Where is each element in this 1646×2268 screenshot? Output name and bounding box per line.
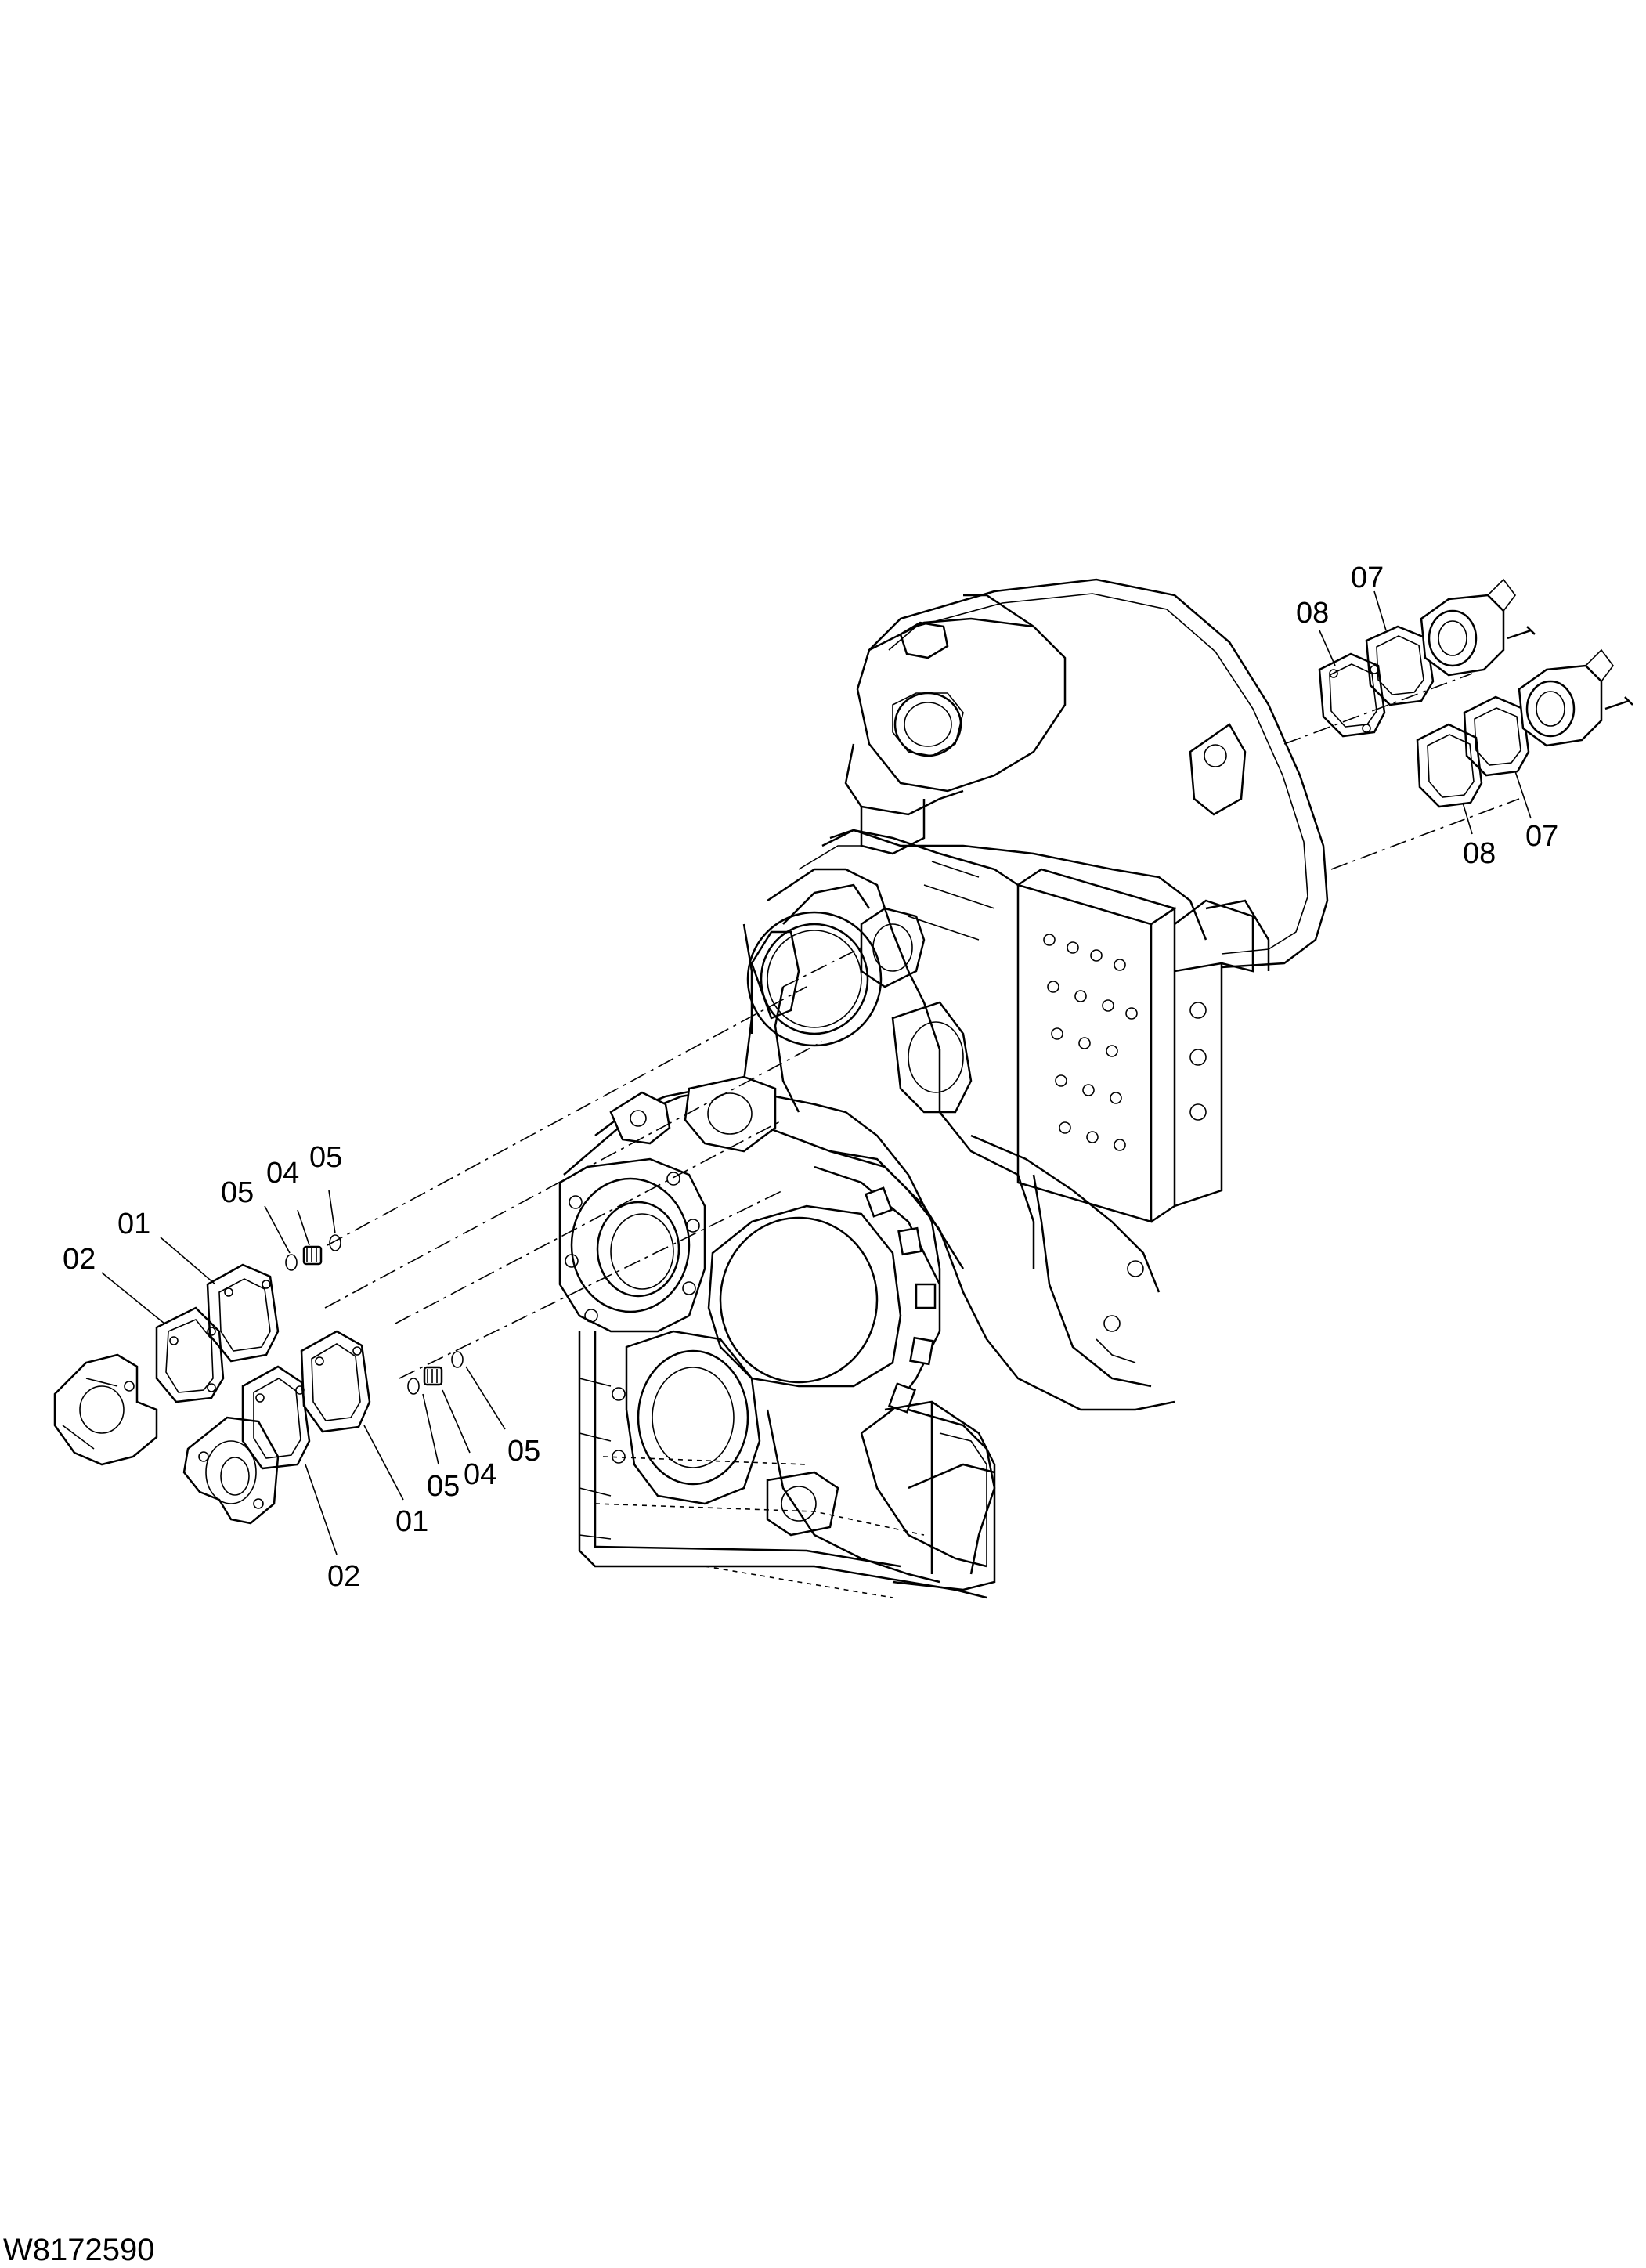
gasket-07-lower (1463, 695, 1530, 777)
gasket-07-upper (1365, 625, 1435, 706)
callout-05-lower-left: 05 (427, 1470, 460, 1503)
leader-lines (101, 590, 1532, 1555)
gasket-08-lower (1416, 723, 1483, 808)
gasket-01-upper (206, 1263, 280, 1363)
callout-07-upper: 07 (1351, 562, 1384, 594)
callout-01-upper: 01 (117, 1208, 150, 1241)
gasket-02-upper (155, 1306, 225, 1403)
callout-04-upper: 04 (266, 1157, 299, 1190)
gasket-01-lower (300, 1330, 371, 1433)
gasket-02-lower (241, 1365, 311, 1470)
callout-05-upper-right: 05 (309, 1141, 342, 1174)
small-parts (285, 1234, 464, 1395)
pump-upper-right (1420, 578, 1536, 677)
callout-08-upper: 08 (1296, 597, 1329, 630)
callout-labels: 02 01 05 04 05 05 04 05 01 02 08 07 07 0… (63, 562, 1558, 1593)
callout-07-lower: 07 (1525, 820, 1558, 853)
callout-04-lower: 04 (464, 1458, 496, 1491)
assembly-axes (324, 673, 1520, 1379)
valve-block-holes (1043, 934, 1138, 1151)
pump-upper (53, 1353, 158, 1466)
callout-05-upper-left: 05 (221, 1176, 254, 1209)
callout-05-lower-right: 05 (507, 1435, 540, 1468)
drawing-code: W8172590 (3, 2233, 154, 2267)
pump-lower (182, 1416, 280, 1525)
transmission-housing (558, 578, 1329, 1599)
drum-ribs (864, 1186, 937, 1414)
callout-02-lower: 02 (327, 1560, 360, 1593)
pump-lower-right (1518, 648, 1633, 747)
callout-08-lower: 08 (1463, 837, 1496, 870)
gasket-08-upper (1318, 652, 1386, 738)
callout-02-upper: 02 (63, 1243, 96, 1276)
callout-01-lower: 01 (395, 1505, 428, 1538)
